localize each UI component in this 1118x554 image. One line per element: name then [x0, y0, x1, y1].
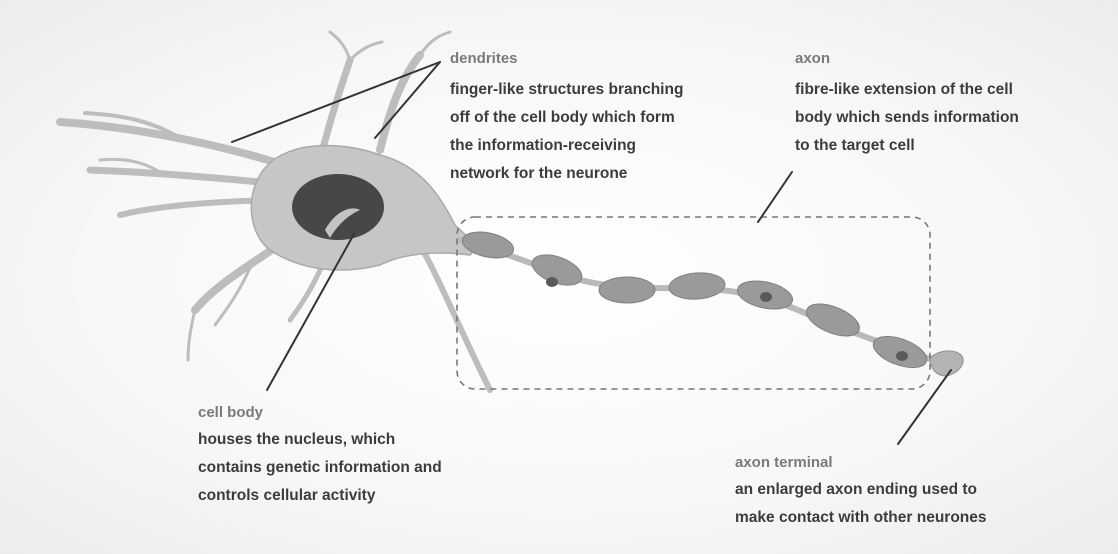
axon-description: fibre-like extension of the cell body wh… [795, 76, 1019, 160]
cell-body-label: cell body houses the nucleus, which cont… [198, 402, 442, 510]
axon-dashed-box [457, 217, 930, 389]
axon-terminal-description: an enlarged axon ending used to make con… [735, 476, 987, 532]
axon-leader-line [758, 172, 792, 222]
axon-terminal-leader-line [898, 370, 951, 444]
axon-terminal-label: axon terminal an enlarged axon ending us… [735, 452, 987, 532]
myelin-sheaths [460, 228, 931, 374]
dendrites-leader-line-1 [232, 62, 440, 142]
dendrites-title: dendrites [450, 48, 683, 70]
axon-label: axon fibre-like extension of the cell bo… [795, 48, 1019, 160]
dendrites-label: dendrites finger-like structures branchi… [450, 48, 683, 188]
nucleus [292, 174, 384, 240]
axon-title: axon [795, 48, 1019, 70]
axon-shaft [460, 240, 940, 362]
axon-terminal-shape [930, 351, 963, 376]
cell-body-description: houses the nucleus, which contains genet… [198, 426, 442, 510]
cell-body-title: cell body [198, 402, 442, 424]
dendrites-description: finger-like structures branching off of … [450, 76, 683, 188]
axon-terminal-title: axon terminal [735, 452, 987, 474]
